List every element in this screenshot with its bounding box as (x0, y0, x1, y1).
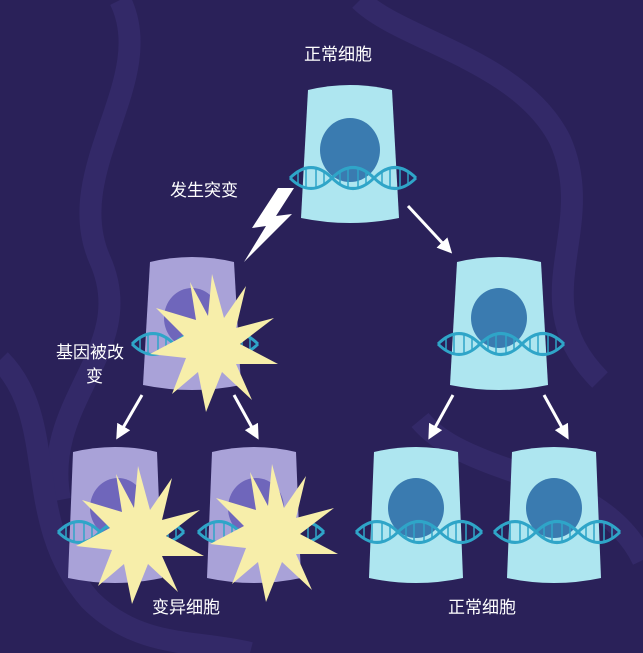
cell-mid-normal (436, 257, 566, 390)
label-mutation-event: 发生突变 (170, 181, 238, 201)
label-gene-changed-2: 变 (86, 367, 103, 387)
cell-bottom-mutant-1 (56, 447, 204, 604)
arrow-to-right-cell (406, 204, 453, 254)
cell-bottom-mutant-2 (196, 447, 338, 602)
nucleus (471, 288, 527, 348)
lightning-bolt-icon (244, 188, 294, 262)
label-gene-changed-1: 基因被改 (56, 343, 124, 363)
label-mutant-cells: 变异细胞 (152, 598, 220, 618)
arrow-right-down-2 (542, 394, 569, 440)
cell-top-normal (288, 85, 418, 223)
cell-bottom-normal-1 (354, 447, 484, 583)
arrow-left-down-1 (116, 394, 144, 440)
nucleus (320, 118, 380, 182)
label-top-normal-cell: 正常细胞 (304, 45, 372, 65)
arrow-right-down-1 (428, 394, 455, 440)
label-normal-cells: 正常细胞 (448, 598, 516, 618)
cell-mid-mutant (130, 257, 278, 412)
arrows (116, 204, 569, 440)
cell-bottom-normal-2 (492, 447, 622, 583)
arrow-left-down-2 (232, 394, 259, 440)
